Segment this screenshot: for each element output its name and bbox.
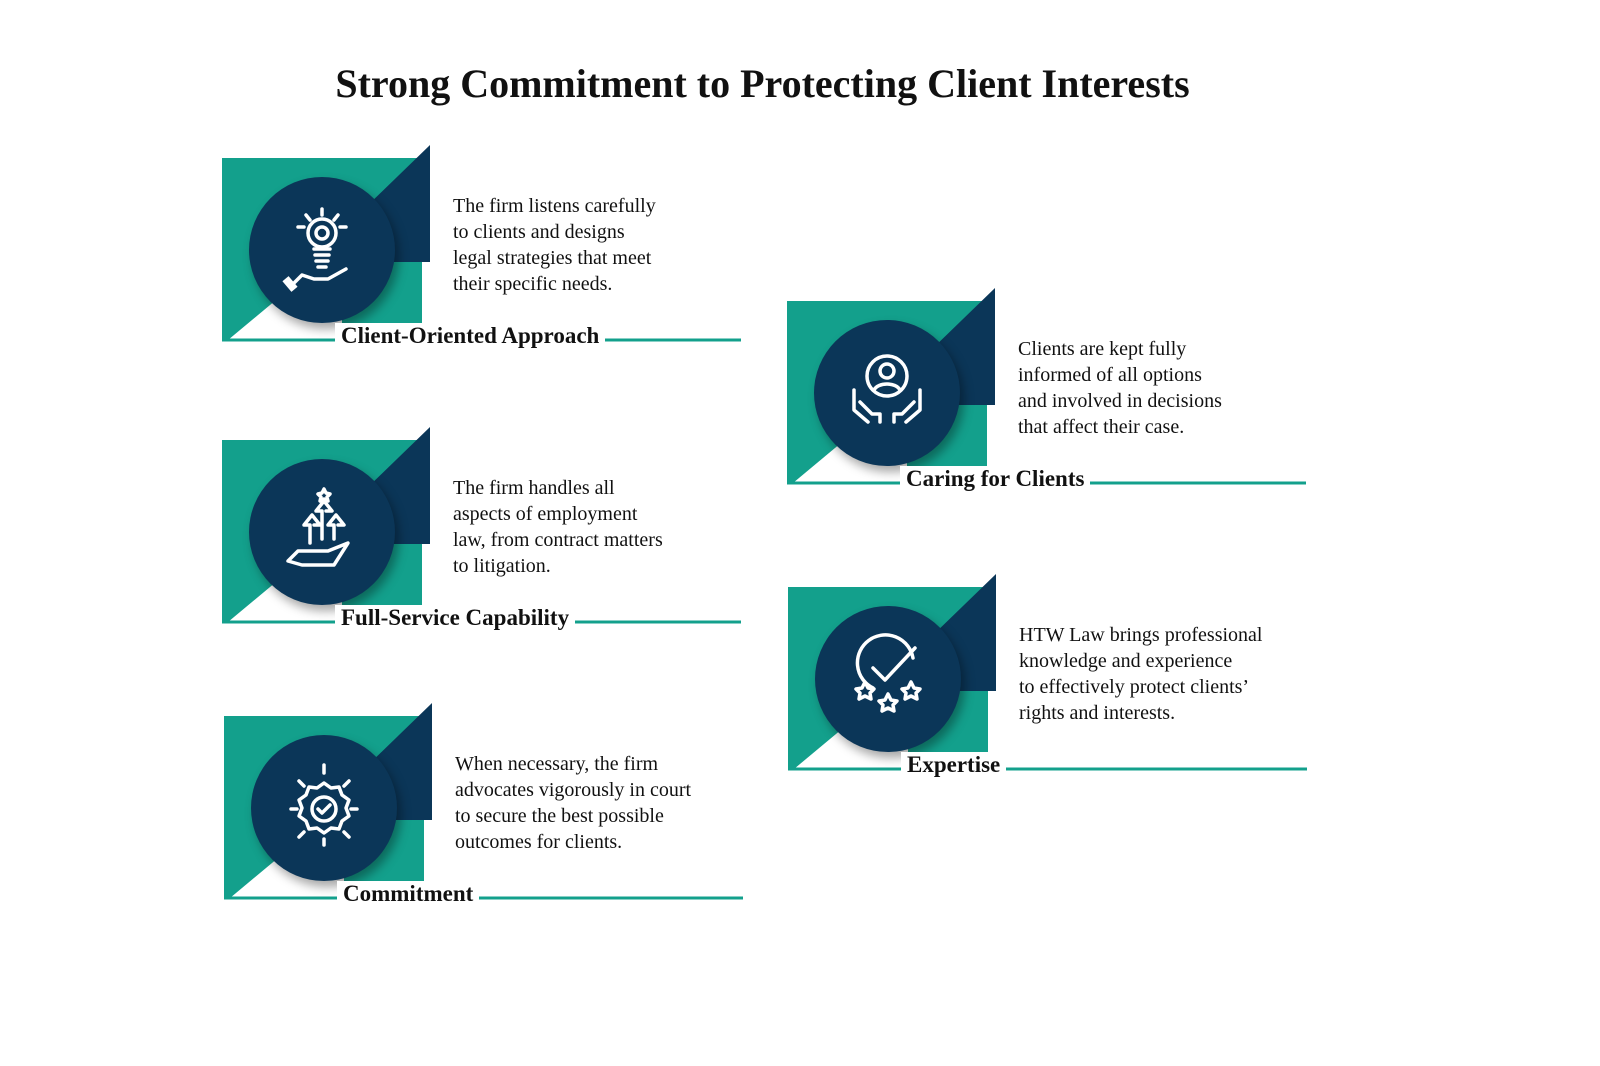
icon-circle xyxy=(249,459,395,605)
card-description: When necessary, the firm advocates vigoro… xyxy=(455,751,735,855)
card-caring-for-clients: Clients are kept fully informed of all op… xyxy=(787,288,1347,508)
icon-circle xyxy=(814,320,960,466)
hands-person-icon xyxy=(842,346,932,441)
description-line: rights and interests. xyxy=(1019,702,1176,724)
description-line: and involved in decisions xyxy=(1018,390,1222,412)
card-description: The firm handles all aspects of employmen… xyxy=(453,475,733,579)
description-line: legal strategies that meet xyxy=(453,247,652,269)
card-heading: Client-Oriented Approach xyxy=(335,323,606,349)
card-heading: Full-Service Capability xyxy=(335,605,576,631)
description-line: outcomes for clients. xyxy=(455,831,623,853)
card-heading: Commitment xyxy=(337,881,480,907)
card-description: Clients are kept fully informed of all op… xyxy=(1018,336,1298,440)
growth-arrows-hand-icon xyxy=(282,485,362,580)
page-title: Strong Commitment to Protecting Client I… xyxy=(335,61,1190,106)
description-line: The firm listens carefully xyxy=(453,195,656,217)
description-line: informed of all options xyxy=(1018,364,1202,386)
card-commitment: When necessary, the firm advocates vigoro… xyxy=(224,703,784,923)
card-heading: Caring for Clients xyxy=(900,466,1091,492)
card-heading: Expertise xyxy=(901,752,1007,778)
card-full-service-capability: The firm handles all aspects of employmen… xyxy=(222,427,782,647)
description-line: HTW Law brings professional xyxy=(1019,624,1263,646)
lightbulb-hand-icon xyxy=(282,203,362,298)
description-line: The firm handles all xyxy=(453,477,615,499)
description-line: their specific needs. xyxy=(453,273,613,295)
description-line: to effectively protect clients’ xyxy=(1019,676,1250,698)
card-expertise: HTW Law brings professional knowledge and… xyxy=(788,574,1348,794)
card-description: HTW Law brings professional knowledge and… xyxy=(1019,622,1299,726)
description-line: aspects of employment xyxy=(453,503,638,525)
description-line: that affect their case. xyxy=(1018,416,1185,438)
icon-circle xyxy=(249,177,395,323)
description-line: When necessary, the firm xyxy=(455,753,659,775)
description-line: law, from contract matters xyxy=(453,529,663,551)
description-line: Clients are kept fully xyxy=(1018,338,1187,360)
icon-circle xyxy=(251,735,397,881)
description-line: to secure the best possible xyxy=(455,805,664,827)
icon-circle xyxy=(815,606,961,752)
description-line: advocates vigorously in court xyxy=(455,779,692,801)
check-stars-icon xyxy=(843,632,933,727)
description-line: knowledge and experience xyxy=(1019,650,1233,672)
card-description: The firm listens carefully to clients and… xyxy=(453,193,733,297)
description-line: to litigation. xyxy=(453,555,551,577)
card-client-oriented-approach: The firm listens carefully to clients and… xyxy=(222,145,782,365)
badge-check-icon xyxy=(279,761,369,856)
description-line: to clients and designs xyxy=(453,221,625,243)
